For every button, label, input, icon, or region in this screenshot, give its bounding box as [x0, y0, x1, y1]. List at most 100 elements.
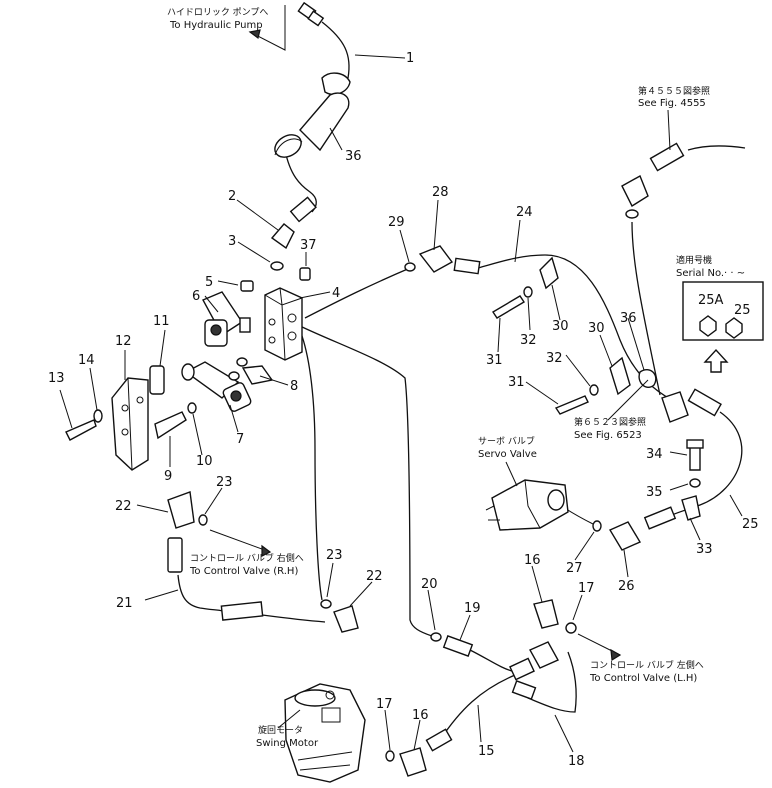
- callout-15: 15: [478, 744, 495, 759]
- callout-2: 2: [228, 189, 236, 204]
- part-25a-icon: [699, 315, 717, 337]
- callout-25a-inset: 25A: [698, 293, 724, 308]
- washer-35: [689, 478, 701, 488]
- elbow-16-lower: [399, 747, 427, 777]
- hose-21b: [261, 614, 326, 623]
- fitting-19: [442, 635, 474, 657]
- fitting-36-right: [687, 388, 722, 417]
- callout-36-right: 36: [620, 311, 637, 326]
- elbow-16-upper: [533, 599, 559, 629]
- note-hydraulic-pump-en: To Hydraulic Pump: [169, 20, 263, 31]
- hose-22-line: [301, 335, 323, 601]
- hose-21: [177, 574, 229, 613]
- oring-17-upper: [565, 622, 577, 634]
- elbow-22-upper: [167, 491, 195, 529]
- note-serial-dash: · · ~: [724, 268, 745, 279]
- callout-30-lower: 30: [588, 321, 605, 336]
- inset-arrow: [703, 348, 729, 373]
- note-serial-jp: 適用号機: [676, 254, 712, 266]
- hose-25: [664, 411, 743, 519]
- hose-19-line: [469, 649, 516, 673]
- callout-31-upper: 31: [486, 353, 503, 368]
- elbow-28: [418, 245, 454, 273]
- washer-32a: [523, 286, 533, 298]
- callout-numbers: 1 36 2 3 37 5 4 6 11 12 13 14 8 7 9 10 2…: [48, 51, 759, 769]
- bracket-12: [111, 377, 149, 471]
- oring-27: [592, 520, 602, 532]
- callout-25-inset: 25: [734, 303, 751, 318]
- annotations: ハイドロリック ポンプへ To Hydraulic Pump 第４５５５図参照 …: [167, 7, 745, 749]
- callout-26: 26: [618, 579, 635, 594]
- oring-8a: [236, 357, 248, 367]
- elbow-top-right: [621, 175, 649, 208]
- note-control-rh-en: To Control Valve (R.H): [189, 566, 298, 577]
- fitting-top-right: [649, 142, 685, 172]
- washer-32b: [589, 384, 599, 396]
- fitting-21-mid: [220, 601, 264, 621]
- callout-28: 28: [432, 185, 449, 200]
- callout-8: 8: [290, 379, 298, 394]
- washer-14: [93, 409, 103, 423]
- note-swing-motor-jp: 旋回モータ: [258, 724, 303, 736]
- hose-24: [304, 267, 411, 319]
- callout-24: 24: [516, 205, 533, 220]
- adapter-28: [453, 257, 481, 275]
- callout-34: 34: [646, 447, 663, 462]
- callout-16-lower: 16: [412, 708, 429, 723]
- callout-7: 7: [236, 432, 244, 447]
- hose-20: [299, 325, 433, 637]
- callout-25: 25: [742, 517, 759, 532]
- note-control-lh-jp: コントロール バルブ 左側へ: [590, 659, 704, 671]
- washer-10: [187, 402, 197, 414]
- fitting-18-lower: [511, 680, 537, 700]
- elbow-22-lower: [333, 605, 359, 633]
- note-fig6523-en: See Fig. 6523: [574, 430, 642, 441]
- fitting-center: [509, 657, 535, 681]
- callout-21: 21: [116, 596, 133, 611]
- callout-29: 29: [388, 215, 405, 230]
- oring-17-lower: [385, 750, 395, 762]
- hose-vertical-right: [631, 221, 661, 396]
- callout-30-upper: 30: [552, 319, 569, 334]
- callout-33: 33: [696, 542, 713, 557]
- callout-17-lower: 17: [376, 697, 393, 712]
- callout-18: 18: [568, 754, 585, 769]
- callout-35: 35: [646, 485, 663, 500]
- callout-14: 14: [78, 353, 95, 368]
- clamp-36-top: [274, 72, 351, 158]
- callout-13: 13: [48, 371, 65, 386]
- bolt-13: [65, 419, 97, 441]
- parts: [65, 1, 764, 783]
- clamp-33: [681, 495, 701, 521]
- oring-29: [404, 262, 416, 272]
- fitting-18-top: [529, 641, 559, 669]
- plate-8: [241, 365, 274, 385]
- spacer-11: [149, 365, 165, 395]
- callout-32-lower: 32: [546, 351, 563, 366]
- note-servo-valve-en: Servo Valve: [478, 449, 537, 460]
- callout-20: 20: [421, 577, 438, 592]
- callout-11: 11: [153, 314, 170, 329]
- callout-27: 27: [566, 561, 583, 576]
- note-servo-valve-jp: サーボ バルブ: [478, 435, 535, 447]
- callout-10: 10: [196, 454, 213, 469]
- pump-fitting: [297, 1, 325, 27]
- solenoid-valve-7: [181, 361, 252, 412]
- note-serial-en: Serial No.: [676, 268, 724, 279]
- callout-22-upper: 22: [115, 499, 132, 514]
- leader-lines: [59, 5, 743, 753]
- plug-5: [240, 280, 254, 292]
- note-fig4555-en: See Fig. 4555: [638, 98, 706, 109]
- clamp-30b: [609, 356, 631, 396]
- callout-23-upper: 23: [216, 475, 233, 490]
- plug-37: [299, 267, 311, 281]
- manifold-block-4: [264, 287, 303, 361]
- callout-5: 5: [205, 275, 213, 290]
- callout-16-upper: 16: [524, 553, 541, 568]
- serial-inset-box: [682, 281, 764, 341]
- callout-19: 19: [464, 601, 481, 616]
- oring-20: [430, 632, 442, 642]
- elbow-26: [608, 521, 642, 551]
- oring-23-lower: [320, 599, 332, 609]
